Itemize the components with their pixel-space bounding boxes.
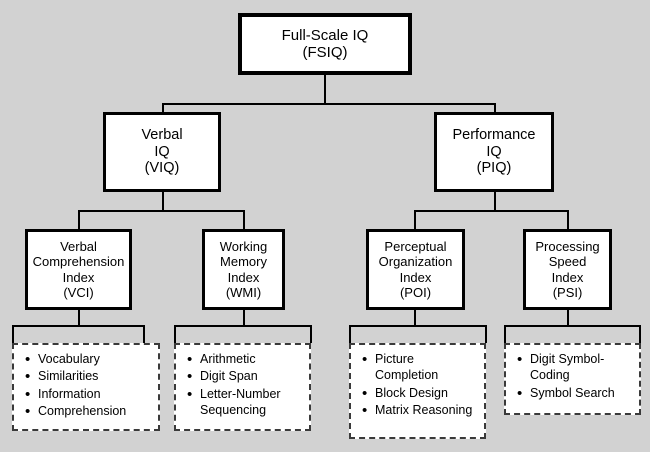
node-line: (PSI) xyxy=(552,284,583,300)
edge-wmi-stem xyxy=(243,310,245,327)
subtest-list-psi: Digit Symbol-Coding Symbol Search xyxy=(504,343,641,415)
node-performance-iq[interactable]: Performance IQ (PIQ) xyxy=(434,112,554,192)
edge-viq-down xyxy=(162,103,164,112)
node-line: Performance xyxy=(452,126,536,143)
edge-poi-down xyxy=(414,210,416,229)
node-line: IQ xyxy=(486,143,502,160)
node-line: Speed xyxy=(548,254,587,270)
edge-psi-bracket-left xyxy=(504,325,506,343)
node-line: Full-Scale IQ xyxy=(281,26,369,44)
edge-wmi-bracket-right xyxy=(310,325,312,343)
list-item: Letter-Number Sequencing xyxy=(187,385,305,419)
node-line: Verbal xyxy=(60,239,97,255)
edge-vci-down xyxy=(78,210,80,229)
list-item: Arithmetic xyxy=(187,350,305,370)
node-line: Index xyxy=(399,269,432,285)
edge-vci-bracket-left xyxy=(12,325,14,343)
edge-poi-bracket-right xyxy=(485,325,487,343)
node-line: Index xyxy=(227,269,260,285)
edge-vci-bracket xyxy=(12,325,144,327)
list-item: Block Design xyxy=(362,383,480,403)
list-item: Digit Span xyxy=(187,367,305,387)
subtest-list-wmi: Arithmetic Digit Span Letter-Number Sequ… xyxy=(174,343,311,431)
edge-level2-bus xyxy=(162,103,496,105)
edge-piq-down xyxy=(494,103,496,112)
node-line: (FSIQ) xyxy=(302,44,348,61)
edge-wmi-down xyxy=(243,210,245,229)
list-item: Information xyxy=(25,384,154,404)
node-line: (WMI) xyxy=(225,284,262,300)
edge-piq-stem xyxy=(494,192,496,210)
edge-piq-child-bus xyxy=(414,210,569,212)
edge-psi-bracket xyxy=(504,325,640,327)
edge-psi-down xyxy=(567,210,569,229)
node-line: (VIQ) xyxy=(144,160,180,177)
list-item: Comprehension xyxy=(25,402,154,422)
node-verbal-iq[interactable]: Verbal IQ (VIQ) xyxy=(103,112,221,192)
edge-viq-child-bus xyxy=(78,210,245,212)
node-processing-speed-index[interactable]: Processing Speed Index (PSI) xyxy=(523,229,612,310)
list-item: Vocabulary xyxy=(25,350,154,370)
edge-poi-bracket xyxy=(349,325,486,327)
node-line: Index xyxy=(551,269,584,285)
node-line: Processing xyxy=(535,239,600,255)
edge-wmi-bracket-left xyxy=(174,325,176,343)
node-line: (VCI) xyxy=(63,284,94,300)
node-line: Perceptual xyxy=(384,239,447,255)
list-item: Digit Symbol-Coding xyxy=(517,350,635,384)
subtest-list-vci: Vocabulary Similarities Information Comp… xyxy=(12,343,160,431)
edge-poi-bracket-left xyxy=(349,325,351,343)
node-line: (POI) xyxy=(399,284,432,300)
node-line: Working xyxy=(219,239,268,255)
node-line: (PIQ) xyxy=(476,160,512,177)
list-item: Similarities xyxy=(25,367,154,387)
node-line: Organization xyxy=(378,254,453,270)
edge-psi-bracket-right xyxy=(639,325,641,343)
node-full-scale-iq[interactable]: Full-Scale IQ (FSIQ) xyxy=(238,13,412,75)
node-working-memory-index[interactable]: Working Memory Index (WMI) xyxy=(202,229,285,310)
node-verbal-comprehension-index[interactable]: Verbal Comprehension Index (VCI) xyxy=(25,229,132,310)
list-item: Symbol Search xyxy=(517,383,635,403)
node-line: IQ xyxy=(154,143,170,160)
edge-poi-stem xyxy=(414,310,416,327)
edge-psi-stem xyxy=(567,310,569,327)
edge-vci-bracket-right xyxy=(143,325,145,343)
subtest-list-poi: Picture Completion Block Design Matrix R… xyxy=(349,343,486,439)
node-line: Verbal xyxy=(141,126,183,143)
node-perceptual-organization-index[interactable]: Perceptual Organization Index (POI) xyxy=(366,229,465,310)
edge-viq-stem xyxy=(162,192,164,210)
edge-vci-stem xyxy=(78,310,80,327)
node-line: Memory xyxy=(220,254,267,270)
node-line: Comprehension xyxy=(32,254,125,270)
node-line: Index xyxy=(62,269,95,285)
list-item: Matrix Reasoning xyxy=(362,401,480,421)
edge-root-down xyxy=(324,75,326,103)
list-item: Picture Completion xyxy=(362,350,480,384)
edge-wmi-bracket xyxy=(174,325,311,327)
